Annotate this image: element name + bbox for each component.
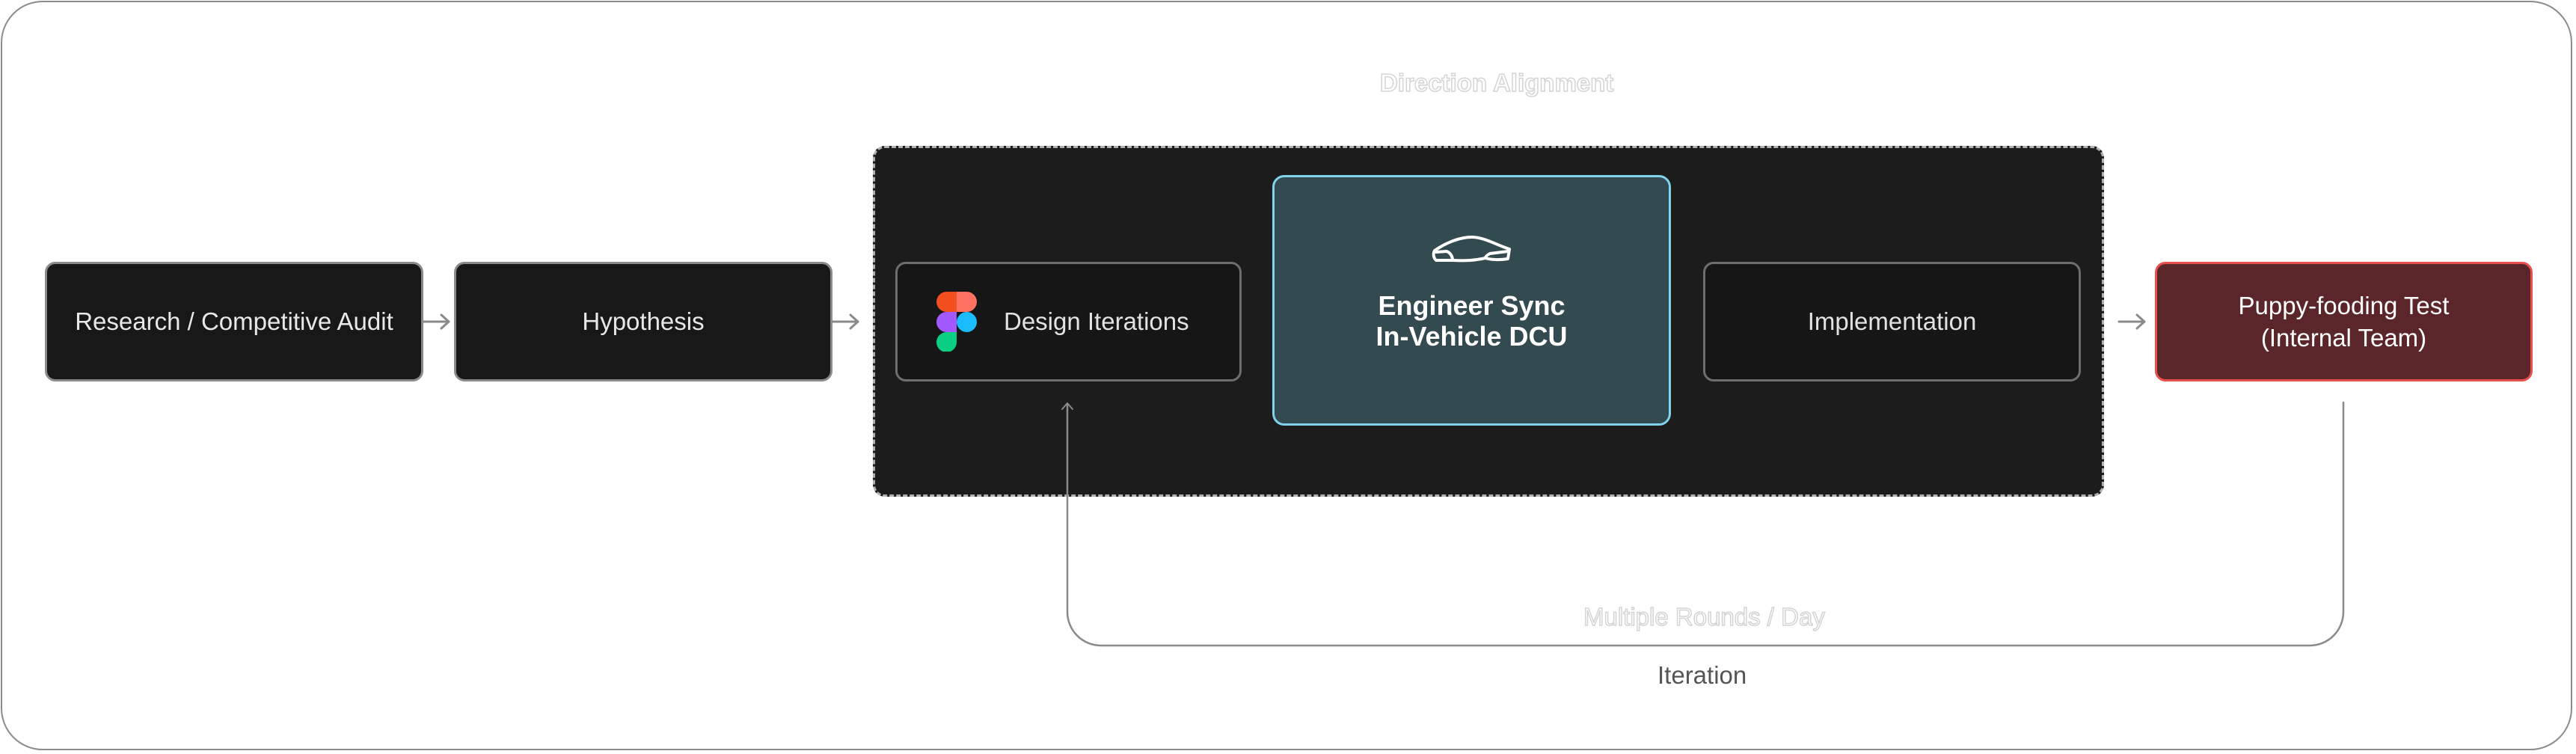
step-hypothesis-label: Hypothesis: [582, 307, 705, 335]
step-implementation[interactable]: Implementation: [1703, 262, 2081, 381]
step-engineer-sync-line2: In-Vehicle DCU: [1376, 320, 1568, 352]
step-implementation-label: Implementation: [1807, 307, 1977, 335]
iteration-label: Iteration: [1657, 661, 1747, 689]
step-engineer-sync-line1: Engineer Sync: [1378, 289, 1565, 321]
step-puppy-fooding-test[interactable]: Puppy-fooding Test (Internal Team): [2155, 262, 2533, 381]
step-engineer-sync[interactable]: Engineer Sync In-Vehicle DCU: [1272, 175, 1671, 426]
step-hypothesis[interactable]: Hypothesis: [454, 262, 832, 381]
direction-alignment-label: Direction Alignment: [1379, 68, 1614, 97]
step-research[interactable]: Research / Competitive Audit: [45, 262, 423, 381]
step-puppy-fooding-line1: Puppy-fooding Test: [2238, 292, 2450, 319]
step-design-iterations-label: Design Iterations: [1004, 307, 1189, 335]
step-research-label: Research / Competitive Audit: [75, 307, 393, 335]
step-design-iterations[interactable]: Design Iterations: [895, 262, 1242, 381]
figma-logo-icon: [936, 292, 977, 352]
step-puppy-fooding-line2: (Internal Team): [2260, 324, 2427, 352]
multiple-rounds-label: Multiple Rounds / Day: [1583, 602, 1825, 631]
car-icon: [1430, 235, 1514, 265]
